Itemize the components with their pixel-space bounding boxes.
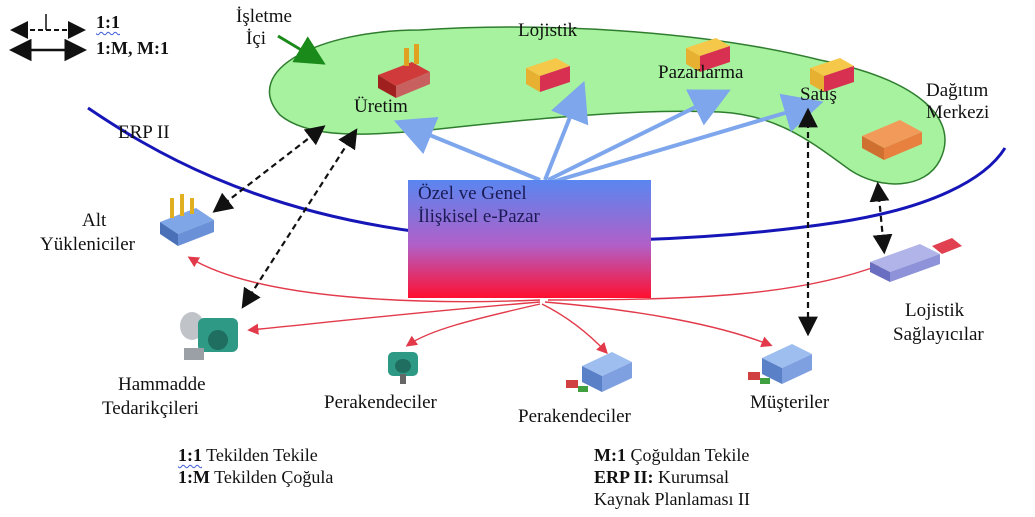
retailer-icon-2: [566, 352, 632, 392]
footer-text-m-1: Çoğuldan Tekile: [625, 445, 750, 465]
label-isletme-line2: İçi: [246, 28, 267, 49]
box-icon-satis: [810, 58, 854, 92]
subcontractor-icon: [160, 194, 214, 246]
footer-text-1-m: Tekilden Çoğula: [209, 467, 334, 487]
label-satis: Satış: [800, 84, 837, 105]
footer-legend-erp2: ERP II: Kurumsal: [594, 466, 729, 488]
supplier-icon: [180, 312, 238, 360]
e-market-label: Özel ve Genel İlişkisel e-Pazar: [410, 182, 650, 228]
isletme-pointer-arrow: [277, 34, 326, 65]
label-hammadde-line2: Tedarikçileri: [102, 398, 199, 419]
label-lojistik: Lojistik: [518, 20, 578, 41]
box-icon-lojistik: [526, 58, 570, 92]
footer-text-1-1: Tekilden Tekile: [202, 445, 318, 465]
e-market-label-line2: İlişkisel e-Pazar: [418, 206, 540, 227]
label-isletme-line1: İşletme: [236, 6, 292, 27]
label-alt-line2: Yükleniciler: [40, 234, 135, 255]
footer-key-m-1: M:1: [594, 445, 626, 465]
label-lojistik-saglayici-line1: Lojistik: [905, 300, 965, 321]
label-erp2: ERP II: [118, 122, 170, 143]
label-perakendeciler-1: Perakendeciler: [324, 392, 437, 413]
e-market-label-line1: Özel ve Genel: [418, 183, 527, 204]
blue-arrows: [393, 80, 824, 184]
label-uretim: Üretim: [354, 96, 408, 117]
footer-legend-one-to-one: 1:1 Tekilden Tekile: [178, 444, 318, 466]
footer-legend-erp2-cont: Kaynak Planlaması II: [594, 489, 750, 509]
factory-icon: [378, 44, 430, 98]
footer-key-erp2: ERP II:: [594, 467, 654, 487]
label-lojistik-saglayici-line2: Sağlayıcılar: [893, 324, 984, 345]
label-hammadde-line1: Hammadde: [118, 374, 206, 395]
footer-legend-one-to-many: 1:M Tekilden Çoğula: [178, 466, 333, 488]
footer-legend-many-to-one: M:1 Çoğuldan Tekile: [594, 444, 749, 466]
legend-one-many: 1:M, M:1: [96, 38, 169, 58]
legend-arrows: [9, 14, 87, 62]
footer-key-1-1: 1:1: [178, 445, 202, 465]
e-market-box: [408, 180, 651, 298]
customer-icon: [748, 344, 812, 384]
truck-icon: [870, 238, 962, 282]
label-dagitim-line1: Dağıtım: [926, 80, 989, 101]
label-perakendeciler-2: Perakendeciler: [518, 406, 631, 427]
legend-one-to-one: 1:1: [96, 12, 120, 32]
label-pazarlarma: Pazarlarma: [658, 62, 744, 83]
box-icon-pazarlarma: [686, 38, 730, 72]
black-dashed-arrows: [212, 107, 893, 337]
footer-key-1-m: 1:M: [178, 467, 210, 487]
enterprise-region: [268, 26, 946, 185]
warehouse-icon: [862, 120, 922, 160]
footer-text-erp2: Kurumsal: [653, 467, 730, 487]
label-dagitim-line2: Merkezi: [926, 102, 990, 123]
label-musteriler: Müşteriler: [750, 392, 830, 413]
retailer-icon-1: [388, 352, 418, 384]
label-alt-line1: Alt: [82, 210, 107, 231]
